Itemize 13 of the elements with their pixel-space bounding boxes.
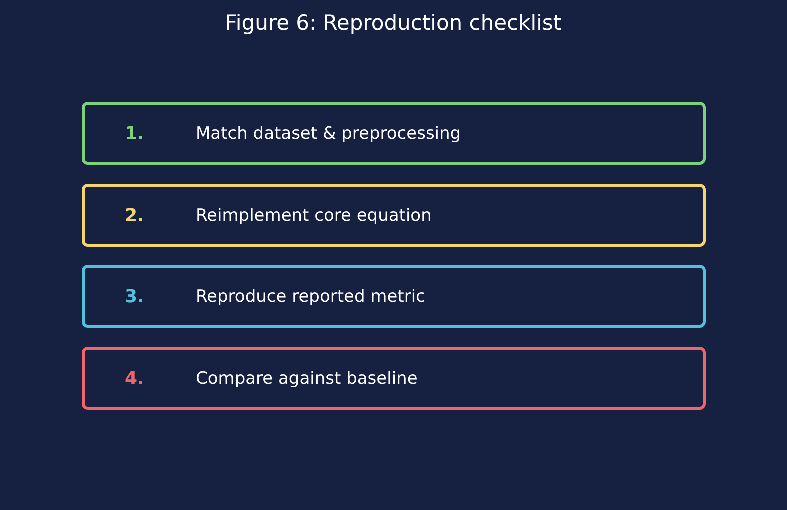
step-text: Compare against baseline <box>196 368 418 388</box>
step-text: Reimplement core equation <box>196 206 432 226</box>
checklist-box <box>82 265 706 328</box>
step-number: 3. <box>125 286 144 307</box>
step-text: Reproduce reported metric <box>196 286 426 306</box>
checklist-box <box>82 184 706 247</box>
step-number: 2. <box>125 205 144 226</box>
checklist-box <box>82 347 706 410</box>
figure-title: Figure 6: Reproduction checklist <box>224 11 563 35</box>
step-number: 4. <box>125 368 144 389</box>
step-number: 1. <box>125 123 144 144</box>
checklist-box <box>82 102 706 165</box>
step-text: Match dataset & preprocessing <box>196 124 462 144</box>
